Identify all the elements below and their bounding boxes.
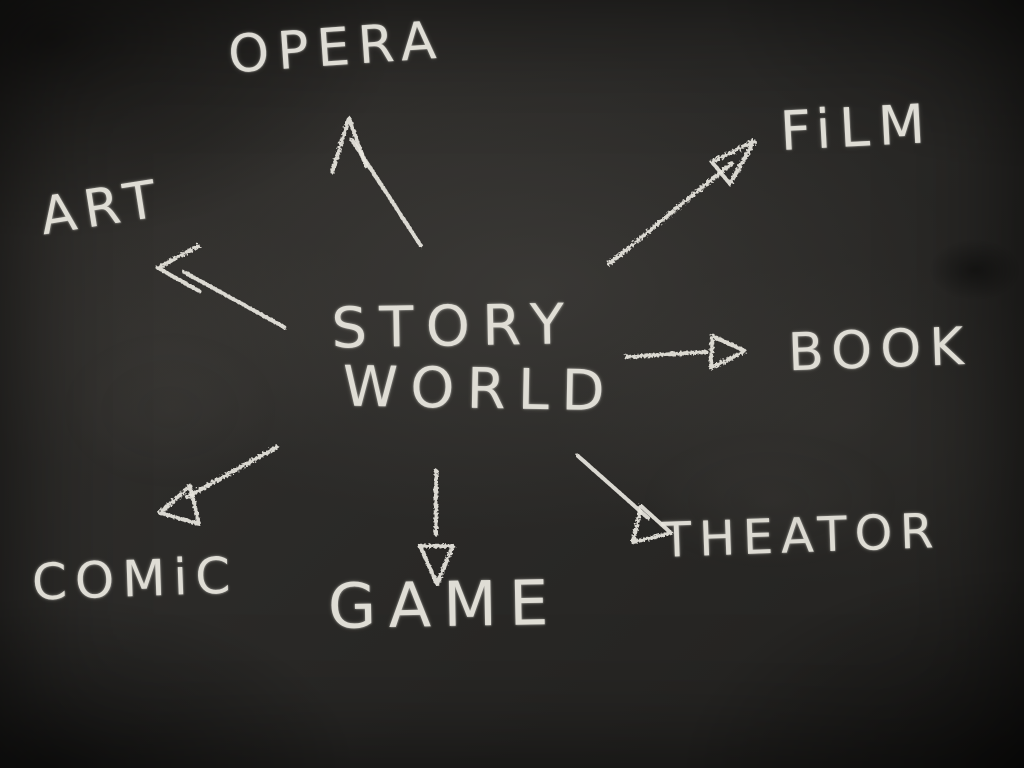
node-comic: COMiC: [31, 546, 240, 612]
edge-storyworld-film: [607, 139, 756, 266]
node-game: GAME: [327, 565, 562, 644]
node-storyworld: STORY WORLD: [330, 292, 618, 425]
node-film: FiLM: [778, 92, 935, 163]
edge-storyworld-game: [418, 469, 455, 586]
edge-storyworld-comic: [158, 445, 279, 526]
edge-storyworld-book: [624, 334, 747, 370]
node-theator: THEATOR: [661, 503, 942, 569]
edge-storyworld-art: [156, 244, 286, 329]
storyworld-line2: WORLD: [342, 354, 618, 425]
node-book: BOOK: [787, 316, 973, 384]
storyworld-line1: STORY: [330, 292, 577, 362]
edge-storyworld-theator: [576, 454, 673, 544]
edge-storyworld-opera: [330, 116, 423, 248]
